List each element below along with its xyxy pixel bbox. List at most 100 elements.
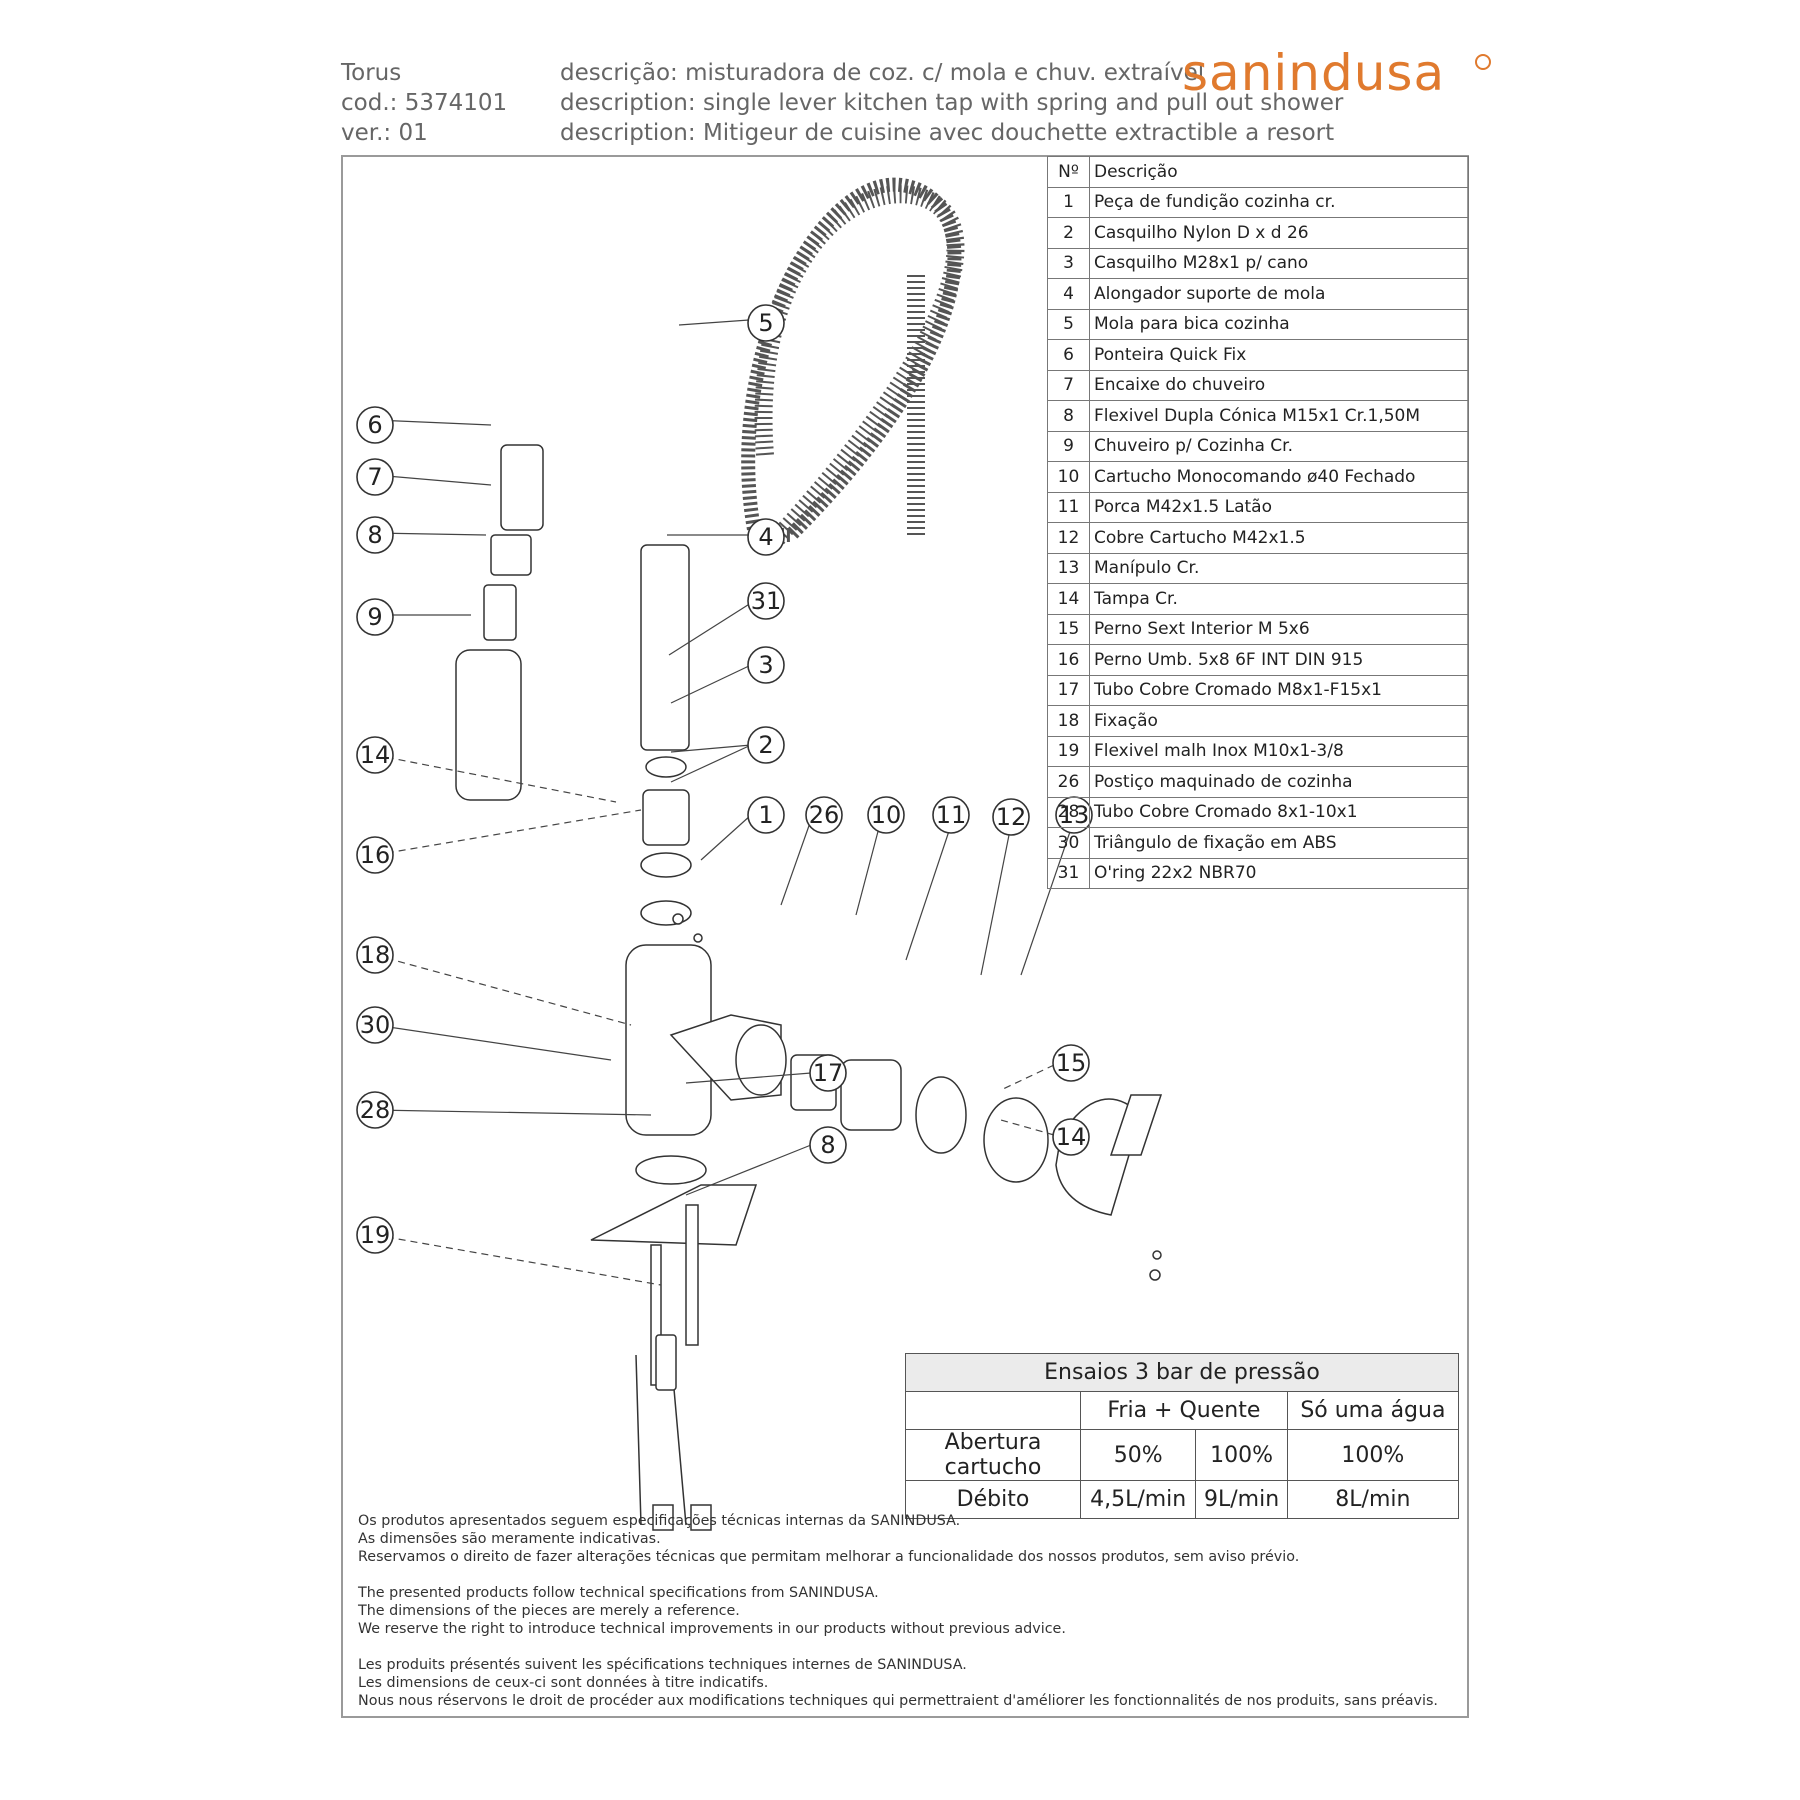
drawing-frame bbox=[341, 155, 1469, 1718]
part-description: Porca M42x1.5 Latão bbox=[1089, 491, 1469, 523]
part-number: 2 bbox=[1047, 217, 1090, 249]
svg-text:14: 14 bbox=[1056, 1123, 1087, 1151]
svg-text:7: 7 bbox=[367, 463, 382, 491]
part-description: Encaixe do chuveiro bbox=[1089, 369, 1469, 401]
logo-part-indusa: indusa bbox=[1273, 44, 1446, 102]
part-number: 9 bbox=[1047, 430, 1090, 462]
callout-2: 2 bbox=[747, 726, 785, 764]
part-8-lower-hose bbox=[655, 1334, 677, 1391]
callout-5: 5 bbox=[747, 304, 785, 342]
disclaimer-line: Les produits présentés suivent les spéci… bbox=[358, 1657, 967, 1673]
part-number: 5 bbox=[1047, 308, 1090, 340]
callout-10: 10 bbox=[867, 796, 905, 834]
callout-30: 30 bbox=[356, 1006, 394, 1044]
spring-coil bbox=[741, 177, 962, 542]
part-14-cap-upper bbox=[672, 913, 684, 925]
part-description: Fixação bbox=[1089, 705, 1469, 737]
part-description: Manípulo Cr. bbox=[1089, 552, 1469, 584]
part-12-cartridge-cover bbox=[983, 1097, 1049, 1183]
svg-text:8: 8 bbox=[367, 521, 382, 549]
part-number: 15 bbox=[1047, 613, 1090, 645]
disclaimer-line: We reserve the right to introduce techni… bbox=[358, 1621, 1066, 1637]
test-row-opening-label: Abertura cartucho bbox=[905, 1429, 1081, 1481]
part-3-bushing bbox=[642, 789, 690, 846]
callout-14-upper: 14 bbox=[356, 736, 394, 774]
test-cell: 4,5L/min bbox=[1079, 1480, 1197, 1519]
test-table-title-row: Ensaios 3 bar de pressão bbox=[905, 1353, 1459, 1392]
part-number: 6 bbox=[1047, 339, 1090, 371]
part-description: Cobre Cartucho M42x1.5 bbox=[1089, 522, 1469, 554]
part-description: Casquilho Nylon D x d 26 bbox=[1089, 217, 1469, 249]
disclaimer-line: Os produtos apresentados seguem especifi… bbox=[358, 1513, 961, 1529]
test-col-single: Só uma água bbox=[1286, 1391, 1460, 1430]
description-pt: descrição: misturadora de coz. c/ mola e… bbox=[560, 60, 1205, 86]
disclaimer-line: The presented products follow technical … bbox=[358, 1585, 879, 1601]
svg-text:11: 11 bbox=[936, 801, 967, 829]
product-code: cod.: 5374101 bbox=[341, 90, 508, 116]
part-description: Postiço maquinado de cozinha bbox=[1089, 766, 1469, 798]
disclaimer-footer: Os produtos apresentados seguem especifi… bbox=[358, 1512, 1438, 1728]
part-13-lever-arm bbox=[1109, 1094, 1163, 1156]
test-row-flow-label: Débito bbox=[905, 1480, 1081, 1519]
part-number: 26 bbox=[1047, 766, 1090, 798]
callout-8-upper: 8 bbox=[356, 516, 394, 554]
part-number: 13 bbox=[1047, 552, 1090, 584]
header-descriptions: descrição: misturadora de coz. c/ mola e… bbox=[560, 58, 1343, 148]
description-fr: description: Mitigeur de cuisine avec do… bbox=[560, 120, 1335, 146]
test-cell: 9L/min bbox=[1195, 1480, 1288, 1519]
part-number: 10 bbox=[1047, 461, 1090, 493]
svg-text:19: 19 bbox=[360, 1221, 391, 1249]
callout-31: 31 bbox=[747, 582, 785, 620]
part-2-ring-upper bbox=[640, 852, 692, 878]
part-number: 11 bbox=[1047, 491, 1090, 523]
svg-text:5: 5 bbox=[758, 309, 773, 337]
svg-text:15: 15 bbox=[1056, 1049, 1087, 1077]
part-description: Alongador suporte de mola bbox=[1089, 278, 1469, 310]
callout-12: 12 bbox=[992, 798, 1030, 836]
part-number: 3 bbox=[1047, 247, 1090, 279]
test-cell: 100% bbox=[1286, 1429, 1460, 1481]
svg-text:8: 8 bbox=[820, 1131, 835, 1159]
test-cell: 50% bbox=[1079, 1429, 1197, 1481]
part-18-fixing-ring bbox=[635, 1155, 707, 1185]
part-description: Perno Umb. 5x8 6F INT DIN 915 bbox=[1089, 644, 1469, 676]
part-description: Mola para bica cozinha bbox=[1089, 308, 1469, 340]
logo-mark-icon bbox=[1475, 54, 1491, 70]
test-table-title: Ensaios 3 bar de pressão bbox=[905, 1353, 1459, 1392]
part-number: 18 bbox=[1047, 705, 1090, 737]
test-col-mix: Fria + Quente bbox=[1080, 1391, 1288, 1430]
callout-7: 7 bbox=[356, 458, 394, 496]
part-30-triangle-fixing bbox=[590, 1184, 758, 1246]
callout-26: 26 bbox=[805, 796, 843, 834]
part-number: 12 bbox=[1047, 522, 1090, 554]
version: ver.: 01 bbox=[341, 120, 428, 146]
callout-4: 4 bbox=[747, 518, 785, 556]
svg-text:6: 6 bbox=[367, 411, 382, 439]
callout-6: 6 bbox=[356, 406, 394, 444]
part-17-copper-tube bbox=[685, 1204, 699, 1346]
part-description: O'ring 22x2 NBR70 bbox=[1089, 857, 1469, 889]
part-description: Peça de fundição cozinha cr. bbox=[1089, 186, 1469, 218]
part-number: 28 bbox=[1047, 796, 1090, 828]
part-number: 8 bbox=[1047, 400, 1090, 432]
part-number: 19 bbox=[1047, 735, 1090, 767]
part-number: 1 bbox=[1047, 186, 1090, 218]
callout-17: 17 bbox=[809, 1054, 847, 1092]
part-description: Casquilho M28x1 p/ cano bbox=[1089, 247, 1469, 279]
part-19-hose-end bbox=[652, 1504, 712, 1531]
part-2-ring-lower bbox=[640, 900, 692, 926]
svg-text:26: 26 bbox=[809, 801, 840, 829]
